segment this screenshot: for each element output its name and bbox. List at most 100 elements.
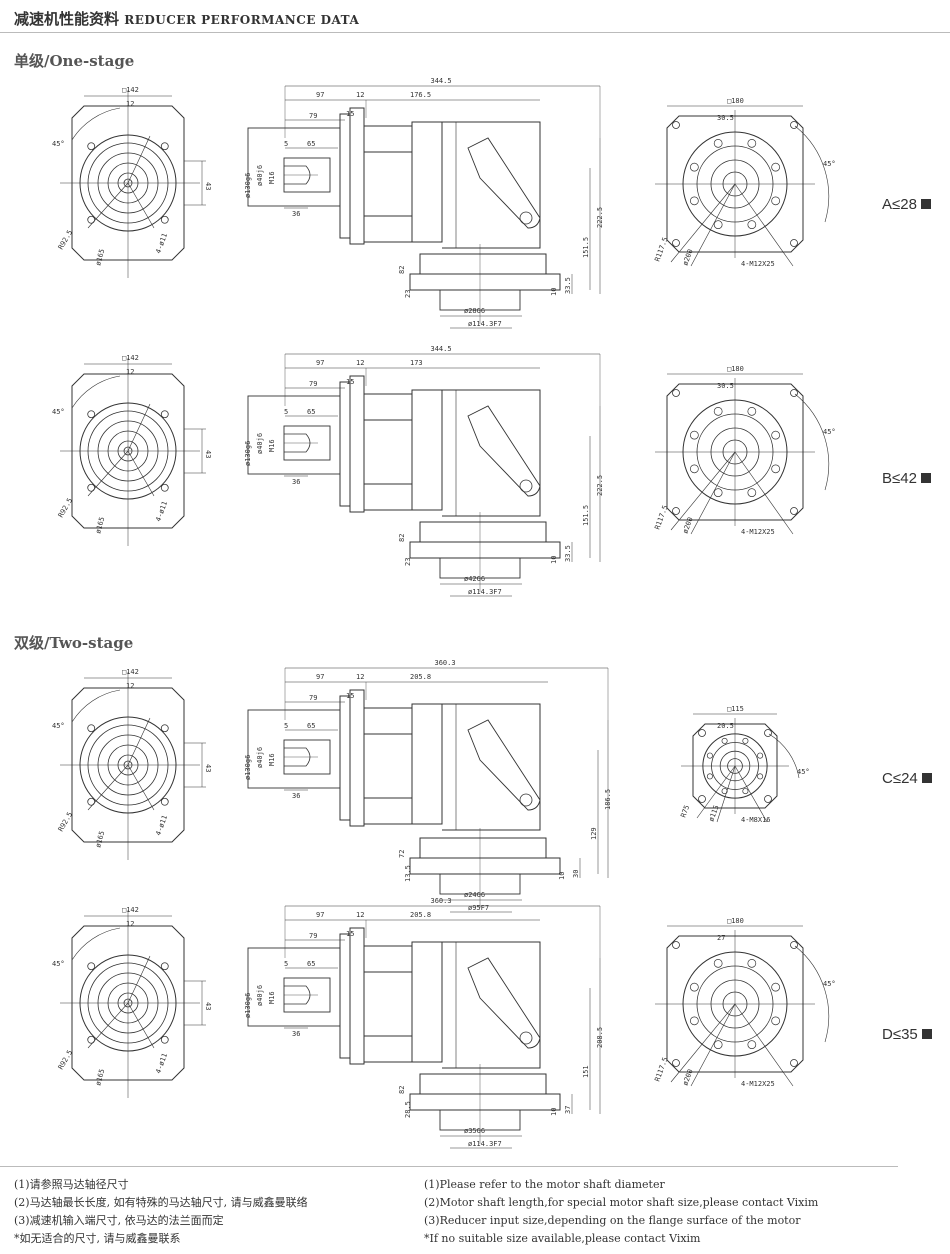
dim-bore: ø24G6 bbox=[464, 891, 485, 899]
dim-angle-r: 45° bbox=[797, 768, 810, 776]
dim-square: □142 bbox=[122, 86, 139, 94]
dim-key: M16 bbox=[268, 753, 276, 766]
dim-square-r: □180 bbox=[727, 97, 744, 105]
dim-offset: 30.5 bbox=[717, 382, 734, 390]
dim-dia: ø165 bbox=[94, 830, 106, 848]
dim-h6: 28.5 bbox=[404, 1101, 412, 1118]
dim-h3: 33.5 bbox=[564, 545, 572, 562]
dim-angle: 45° bbox=[52, 408, 65, 416]
dim-key: M16 bbox=[268, 439, 276, 452]
dim-h6: 23 bbox=[404, 290, 412, 298]
page-header: 减速机性能资料 REDUCER PERFORMANCE DATA bbox=[14, 8, 359, 29]
dim-h4: 10 bbox=[550, 556, 558, 564]
dim-d1: 97 bbox=[316, 911, 324, 919]
dim-len: 36 bbox=[292, 210, 300, 218]
dim-dia-r: ø200 bbox=[681, 248, 694, 267]
dim-d2: 12 bbox=[356, 359, 364, 367]
dim-d3: 205.8 bbox=[410, 911, 431, 919]
ratio-label: C≤24 bbox=[882, 770, 932, 787]
dim-angle-r: 45° bbox=[823, 428, 836, 436]
dim-offset: 27 bbox=[717, 934, 725, 942]
dim-h2: 151.5 bbox=[582, 237, 590, 258]
dim-len: 36 bbox=[292, 478, 300, 486]
dim-flange: ø130g6 bbox=[244, 173, 252, 198]
dim-top: 12 bbox=[126, 368, 134, 376]
dim-pcd: ø114.3F7 bbox=[468, 588, 502, 596]
note-en-1: (1)Please refer to the motor shaft diame… bbox=[424, 1178, 665, 1191]
notes-cn: (1)请参照马达轴径尺寸 (2)马达轴最长长度, 如有特殊的马达轴尺寸, 请与威… bbox=[14, 1176, 308, 1248]
section-one-stage: 单级/One-stage bbox=[14, 52, 135, 70]
dim-h2: 151.5 bbox=[582, 505, 590, 526]
dim-radius-r: R117.5 bbox=[653, 1056, 669, 1083]
dim-radius-r: R117.5 bbox=[653, 236, 669, 263]
footer-rule bbox=[0, 1166, 898, 1167]
dim-total: 360.3 bbox=[435, 660, 456, 667]
dim-top: 12 bbox=[126, 920, 134, 928]
note-cn-1: (1)请参照马达轴径尺寸 bbox=[14, 1178, 129, 1191]
ratio-text: B≤42 bbox=[882, 470, 917, 487]
note-cn-2: (2)马达轴最长长度, 如有特殊的马达轴尺寸, 请与威鑫曼联络 bbox=[14, 1196, 308, 1209]
dim-offset: 20.5 bbox=[717, 722, 734, 730]
dim-square-r: □180 bbox=[727, 365, 744, 373]
note-en-4: *If no suitable size available,please co… bbox=[424, 1232, 701, 1245]
dim-d2: 12 bbox=[356, 673, 364, 681]
dim-angle: 45° bbox=[52, 960, 65, 968]
dim-d7: 5 bbox=[284, 408, 288, 416]
header-title-en: REDUCER PERFORMANCE DATA bbox=[124, 13, 360, 27]
dim-h3: 30 bbox=[572, 870, 580, 878]
ratio-square-marker bbox=[921, 1029, 932, 1039]
dim-side: 43 bbox=[204, 764, 212, 772]
dim-square-r: □115 bbox=[727, 705, 744, 713]
dim-side: 43 bbox=[204, 182, 212, 190]
ratio-text: C≤24 bbox=[882, 770, 918, 787]
dim-shaft: ø40j6 bbox=[256, 165, 264, 186]
ratio-square-marker bbox=[920, 473, 931, 483]
note-en-3: (3)Reducer input size,depending on the f… bbox=[424, 1214, 801, 1227]
dim-holes: 4-ø11 bbox=[154, 500, 169, 523]
header-title-cn: 减速机性能资料 bbox=[14, 10, 120, 28]
dim-d3: 205.8 bbox=[410, 673, 431, 681]
dim-angle: 45° bbox=[52, 140, 65, 148]
dim-d5: 79 bbox=[309, 932, 317, 940]
ratio-text: A≤28 bbox=[882, 196, 917, 213]
header-rule bbox=[0, 32, 950, 33]
dim-bore: ø42G6 bbox=[464, 575, 485, 583]
dim-total: 344.5 bbox=[431, 78, 452, 85]
dim-d1: 97 bbox=[316, 91, 324, 99]
dim-d5: 79 bbox=[309, 694, 317, 702]
dim-d1: 97 bbox=[316, 673, 324, 681]
dim-h6: 23 bbox=[404, 558, 412, 566]
ratio-square-marker bbox=[921, 773, 932, 783]
dim-square: □142 bbox=[122, 906, 139, 914]
dim-shaft: ø40j6 bbox=[256, 433, 264, 454]
dim-d6: 65 bbox=[307, 722, 315, 730]
dim-d2: 12 bbox=[356, 91, 364, 99]
dim-d6: 65 bbox=[307, 140, 315, 148]
ratio-text: D≤35 bbox=[882, 1026, 918, 1043]
dim-h3: 33.5 bbox=[564, 277, 572, 294]
dim-d1: 97 bbox=[316, 359, 324, 367]
dim-bore: ø28G6 bbox=[464, 307, 485, 315]
notes-en: (1)Please refer to the motor shaft diame… bbox=[424, 1176, 818, 1248]
dim-holes: 4-ø11 bbox=[154, 1052, 169, 1075]
dim-key: M16 bbox=[268, 991, 276, 1004]
dim-d3: 176.5 bbox=[410, 91, 431, 99]
dim-total: 344.5 bbox=[431, 346, 452, 353]
dim-pcd: ø114.3F7 bbox=[468, 320, 502, 328]
dim-h2: 151 bbox=[582, 1065, 590, 1078]
dim-flange: ø130g6 bbox=[244, 441, 252, 466]
dim-h4: 10 bbox=[550, 1108, 558, 1116]
dim-h3: 37 bbox=[564, 1106, 572, 1114]
dim-pcd: ø95F7 bbox=[468, 904, 489, 912]
dim-holes-r: 4-M8X16 bbox=[741, 816, 771, 824]
dim-dia-r: ø200 bbox=[681, 1068, 694, 1087]
